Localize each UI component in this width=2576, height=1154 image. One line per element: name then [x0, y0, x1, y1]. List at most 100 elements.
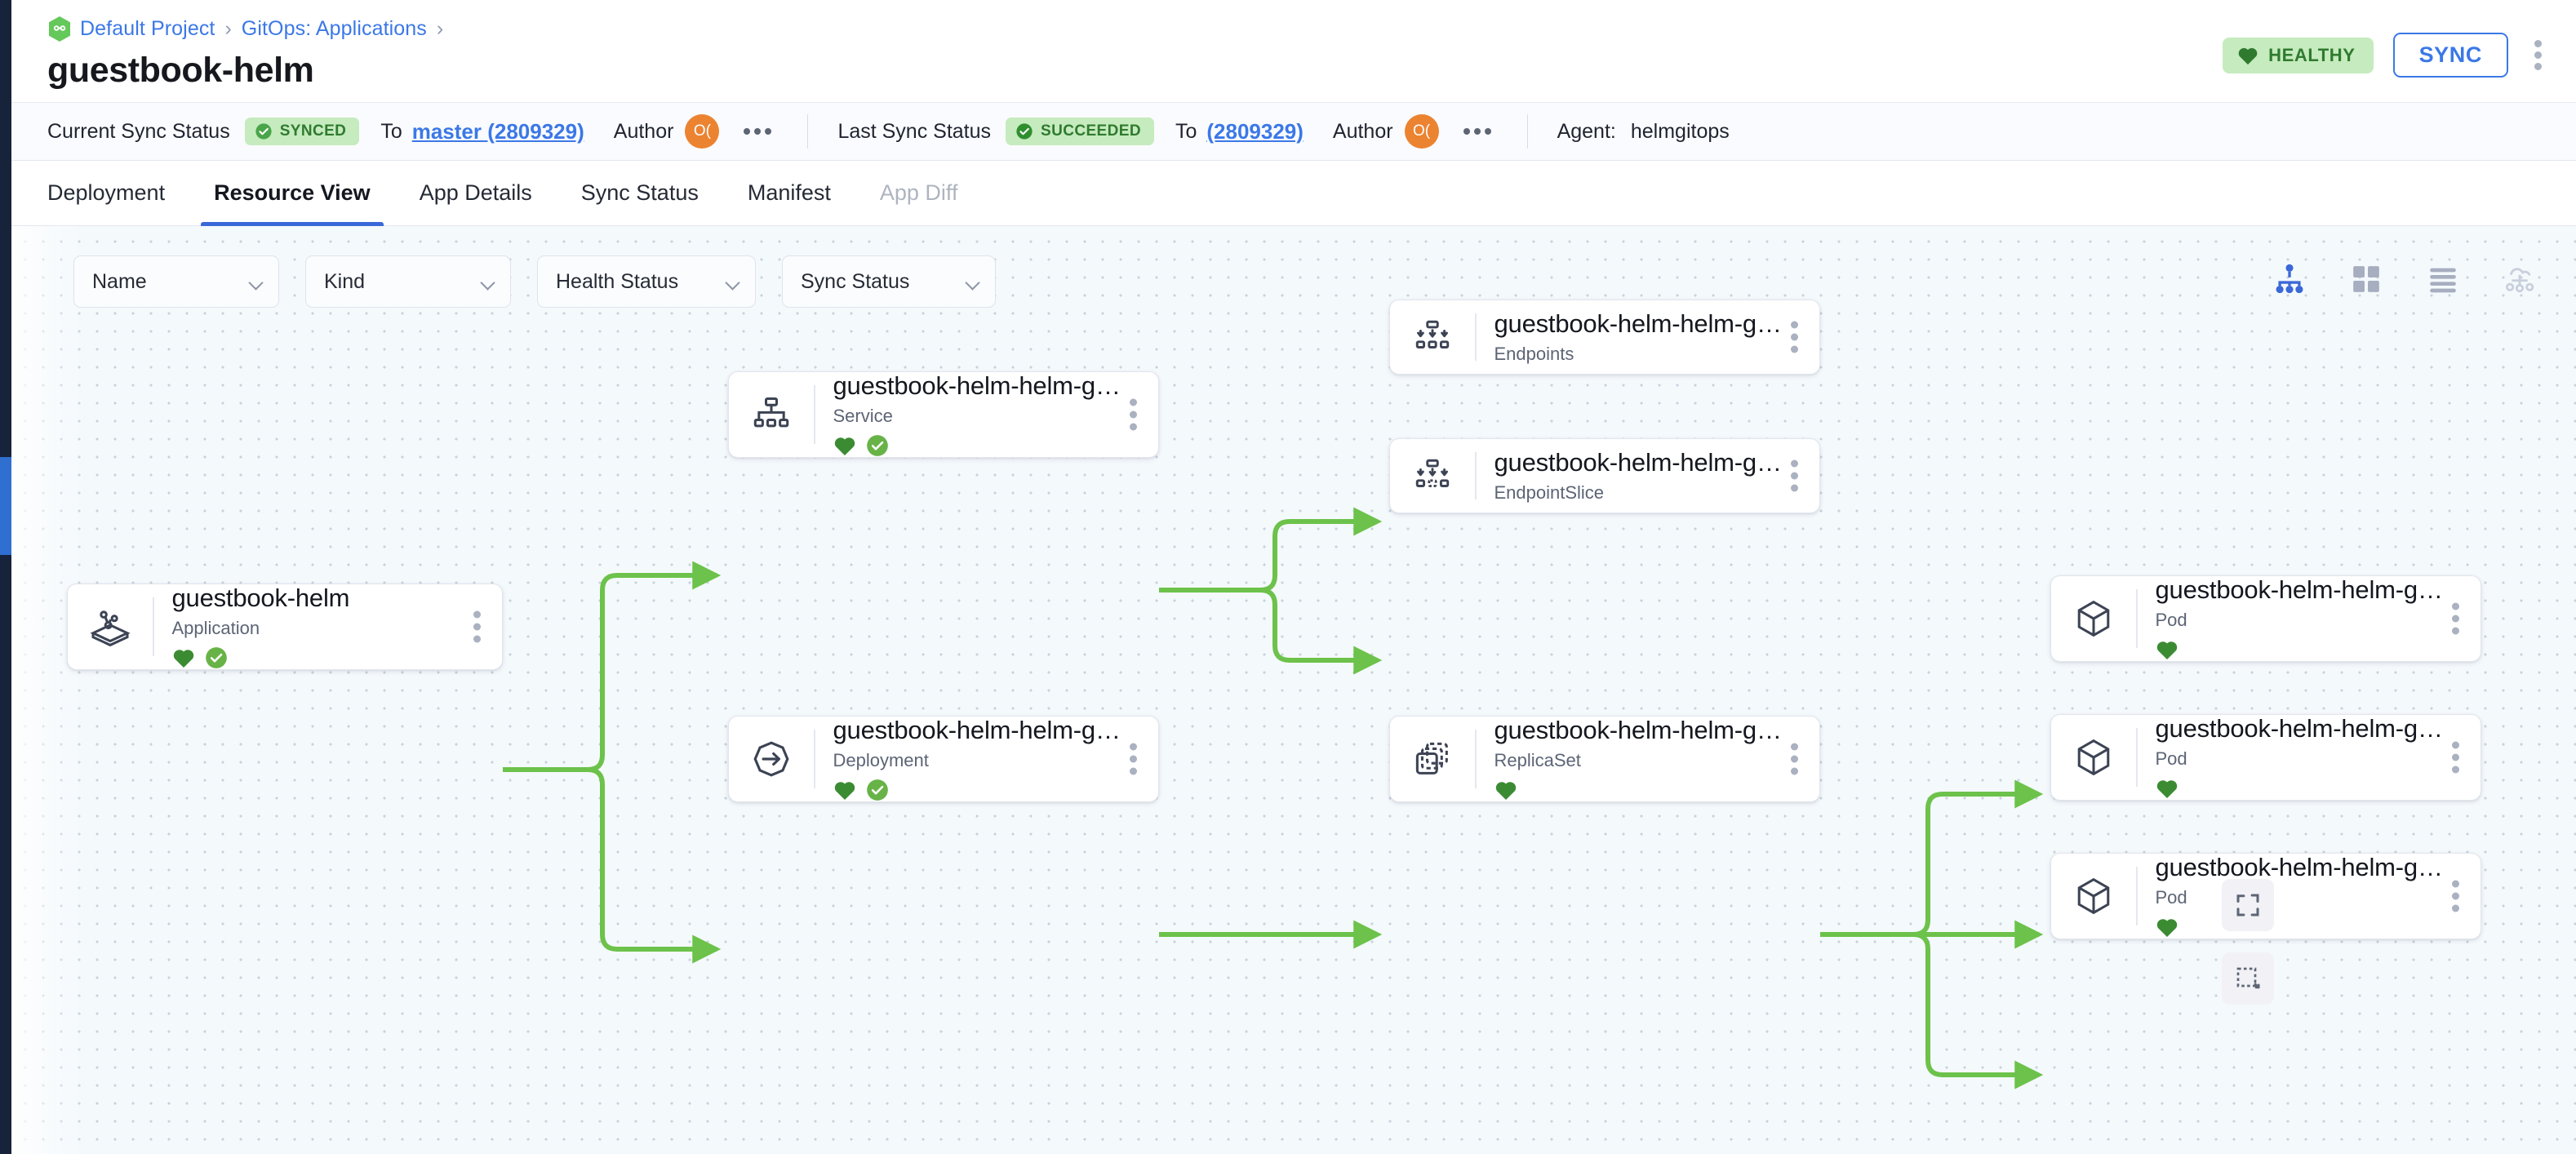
filter-name[interactable]: Name: [73, 255, 279, 308]
pod-icon: [2051, 875, 2136, 917]
node-badges: [1495, 778, 1820, 802]
node-badges: [833, 433, 1159, 458]
heart-icon: [2156, 780, 2177, 799]
status-divider: [1526, 114, 1528, 149]
graph-node-replicaset[interactable]: guestbook-helm-helm-g… ReplicaSet: [1389, 716, 1820, 802]
sync-status-bar: Current Sync Status SYNCED To master (28…: [11, 102, 2576, 161]
last-sync-chip-label: SUCCEEDED: [1041, 122, 1141, 140]
resource-graph-canvas[interactable]: Name Kind Health Status Sync Status: [11, 226, 2576, 1154]
node-divider: [2136, 728, 2138, 787]
graph-node-endpointslice[interactable]: guestbook-helm-helm-g… EndpointSlice: [1389, 438, 1820, 513]
list-view-icon[interactable]: [2424, 260, 2462, 298]
node-body: guestbook-helm-helm-g… Pod: [2138, 575, 2481, 662]
current-sync-status-chip: SYNCED: [244, 118, 360, 145]
last-sync-status-label: Last Sync Status: [837, 119, 992, 143]
rail-active-indicator[interactable]: [0, 457, 11, 555]
pod-icon: [2051, 736, 2136, 779]
replicaset-icon: [1390, 738, 1475, 780]
node-more-menu-icon[interactable]: [1784, 737, 1805, 782]
check-circle-icon: [866, 779, 888, 801]
node-title: guestbook-helm-helm-g…: [1494, 448, 1782, 477]
last-author-label: Author: [1332, 119, 1393, 143]
breadcrumb-item-gitops-applications[interactable]: GitOps: Applications: [241, 16, 427, 40]
selection-box-button[interactable]: [2222, 952, 2274, 1005]
last-sync-more-icon[interactable]: [1457, 122, 1498, 141]
graph-node-service[interactable]: guestbook-helm-helm-g… Service: [728, 371, 1159, 458]
check-circle-icon: [205, 647, 227, 668]
node-body: guestbook-helm-helm-g… Endpoints: [1477, 309, 1820, 365]
heart-icon: [2156, 919, 2177, 938]
fullscreen-button[interactable]: [2222, 879, 2274, 931]
node-divider: [814, 730, 815, 788]
tree-view-icon[interactable]: [2271, 260, 2308, 298]
node-body: guestbook-helm-helm-g… Deployment: [815, 716, 1159, 802]
filter-sync-status[interactable]: Sync Status: [782, 255, 996, 308]
tab-deployment[interactable]: Deployment: [47, 180, 166, 205]
node-more-menu-icon[interactable]: [467, 605, 487, 650]
deployment-icon: [729, 737, 814, 781]
check-circle-icon: [866, 435, 888, 456]
header-more-menu-icon[interactable]: [2528, 35, 2548, 75]
breadcrumb-item-default-project[interactable]: Default Project: [80, 16, 215, 40]
node-title: guestbook-helm-helm-g…: [833, 371, 1121, 400]
heart-icon: [834, 782, 855, 801]
sync-button[interactable]: SYNC: [2392, 33, 2508, 78]
node-more-menu-icon[interactable]: [1784, 454, 1805, 499]
current-author-avatar[interactable]: O(: [685, 114, 720, 149]
argo-logo-icon: [49, 16, 70, 42]
tab-sync-status[interactable]: Sync Status: [580, 180, 699, 205]
check-circle-icon: [255, 123, 272, 140]
node-title: guestbook-helm-helm-g…: [2155, 575, 2443, 604]
filter-kind[interactable]: Kind: [305, 255, 511, 308]
endpointslice-icon: [1390, 455, 1475, 496]
node-more-menu-icon[interactable]: [2445, 735, 2466, 780]
node-more-menu-icon[interactable]: [2445, 597, 2466, 641]
node-title: guestbook-helm-helm-g…: [1494, 309, 1782, 338]
graph-node-application[interactable]: guestbook-helm Application: [67, 584, 503, 670]
breadcrumb-separator: ›: [224, 16, 232, 40]
header-actions: HEALTHY SYNC: [2223, 33, 2548, 78]
current-revision-link[interactable]: master (2809329): [411, 118, 584, 144]
tab-manifest[interactable]: Manifest: [747, 180, 831, 205]
node-more-menu-icon[interactable]: [1123, 737, 1144, 782]
node-kind: Deployment: [833, 750, 929, 770]
graph-node-endpoints[interactable]: guestbook-helm-helm-g… Endpoints: [1389, 300, 1820, 375]
tab-app-diff: App Diff: [879, 180, 958, 205]
node-kind: Pod: [2155, 887, 2187, 908]
node-more-menu-icon[interactable]: [1123, 393, 1144, 437]
last-revision-link[interactable]: (2809329): [1206, 118, 1304, 144]
endpoints-icon: [1390, 317, 1475, 357]
filter-health-status[interactable]: Health Status: [537, 255, 756, 308]
heart-icon: [2156, 641, 2177, 660]
node-title: guestbook-helm-helm-g…: [833, 716, 1121, 744]
node-divider: [2136, 867, 2138, 925]
node-title: guestbook-helm: [171, 584, 350, 612]
grid-view-icon[interactable]: [2347, 260, 2385, 298]
node-divider: [2136, 589, 2138, 648]
graph-node-pod-1[interactable]: guestbook-helm-helm-g… Pod: [2050, 575, 2481, 662]
node-divider: [1475, 452, 1477, 499]
graph-node-deployment[interactable]: guestbook-helm-helm-g… Deployment: [728, 716, 1159, 802]
node-kind: Endpoints: [1494, 344, 1574, 364]
tab-bar: Deployment Resource View App Details Syn…: [11, 161, 2576, 226]
dashed-square-icon: [2236, 967, 2260, 989]
node-more-menu-icon[interactable]: [1784, 315, 1805, 360]
filter-sync-status-label: Sync Status: [801, 269, 910, 293]
chevron-down-icon: [249, 277, 264, 286]
last-author-avatar[interactable]: O(: [1404, 114, 1439, 149]
status-badge-healthy: HEALTHY: [2223, 37, 2374, 73]
network-view-icon[interactable]: [2501, 260, 2538, 298]
tab-app-details[interactable]: App Details: [419, 180, 532, 205]
node-badges: [833, 778, 1159, 802]
node-title: guestbook-helm-helm-g…: [2155, 853, 2443, 881]
view-toggle-group: [2271, 260, 2538, 298]
node-badges: [2156, 637, 2481, 662]
tab-resource-view[interactable]: Resource View: [189, 161, 395, 226]
graph-node-pod-2[interactable]: guestbook-helm-helm-g… Pod: [2050, 714, 2481, 801]
current-sync-more-icon[interactable]: [737, 122, 778, 141]
node-more-menu-icon[interactable]: [2445, 874, 2466, 919]
heart-icon: [173, 650, 193, 668]
filter-name-label: Name: [92, 269, 147, 293]
last-to-label: To: [1175, 119, 1197, 143]
